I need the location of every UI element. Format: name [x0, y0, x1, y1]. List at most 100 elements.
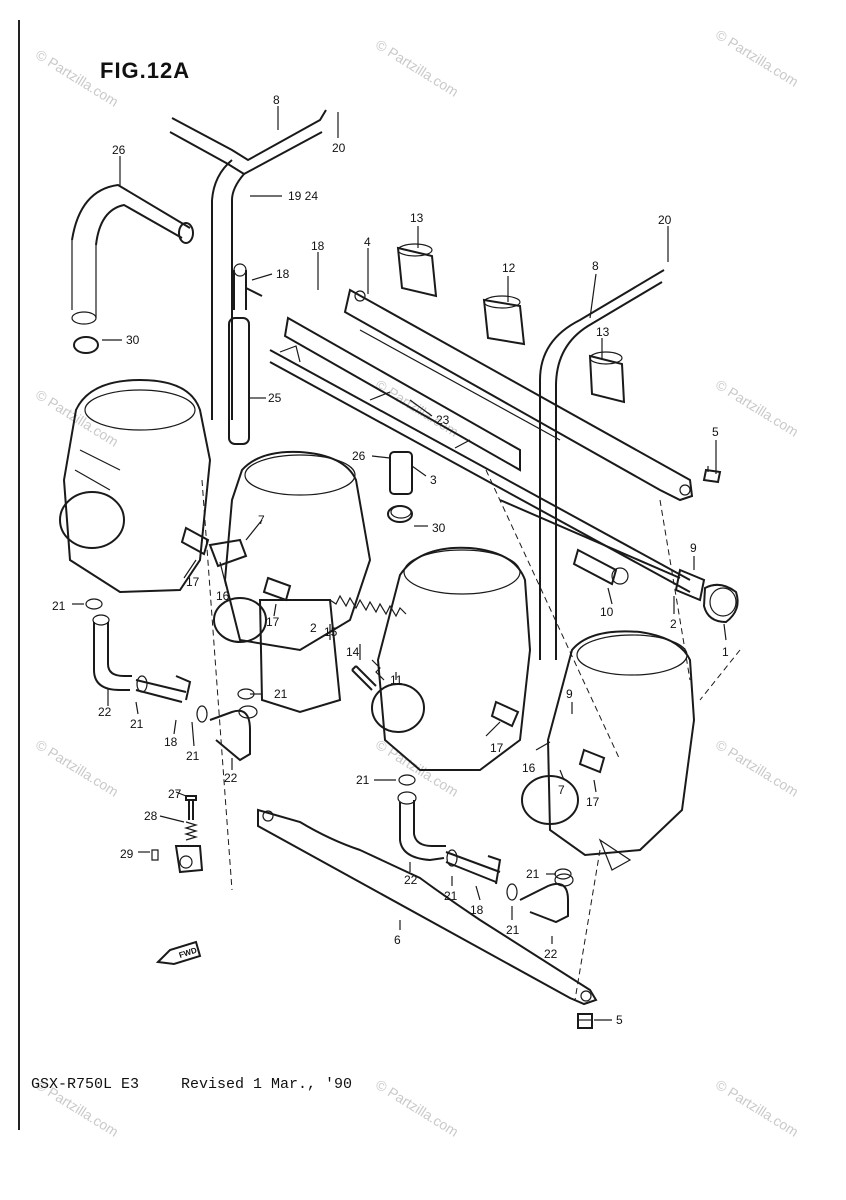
callout-18: 18 — [470, 903, 484, 917]
callout-9: 9 — [690, 541, 697, 555]
callout-2: 2 — [310, 621, 317, 635]
bracket-4 — [343, 288, 694, 502]
callout-17: 17 — [266, 615, 280, 629]
plate-23 — [283, 316, 561, 472]
hose-25 — [228, 317, 250, 445]
hose-22-right-a — [397, 791, 446, 862]
callout-21: 21 — [186, 749, 200, 763]
vent-hose-8-right — [539, 269, 665, 660]
guide-lines — [201, 469, 741, 1001]
screw-5-bottom — [577, 1013, 593, 1029]
callout-22: 22 — [98, 705, 112, 719]
callout-5: 5 — [712, 425, 719, 439]
sleeve-13-b — [588, 351, 626, 404]
callout-8: 8 — [592, 259, 599, 273]
callout-13: 13 — [410, 211, 424, 225]
callout-12: 12 — [502, 261, 516, 275]
figure-title: FIG.12A — [100, 58, 191, 83]
spring-15 — [329, 594, 407, 618]
callout-25: 25 — [268, 391, 282, 405]
footer-revision: Revised 1 Mar., '90 — [181, 1076, 353, 1093]
callout-26: 26 — [352, 449, 366, 463]
clip-10 — [572, 548, 629, 586]
hose-22-right-b — [519, 873, 574, 924]
carburetor-1 — [59, 378, 212, 594]
callout-14: 14 — [346, 645, 360, 659]
callout-20: 20 — [658, 213, 672, 227]
callout-9: 9 — [566, 687, 573, 701]
carburetor-4 — [521, 630, 696, 871]
callout-21: 21 — [52, 599, 66, 613]
vent-hose-8-top — [169, 109, 327, 176]
callout-22: 22 — [404, 873, 418, 887]
carburetor-3 — [371, 546, 532, 771]
callout-2: 2 — [670, 617, 677, 631]
callout-16: 16 — [522, 761, 536, 775]
sleeve-12 — [482, 295, 526, 346]
fitting-17-right — [490, 700, 606, 774]
spring-28 — [183, 821, 199, 841]
carburetor-2 — [213, 450, 372, 714]
callout-22: 22 — [544, 947, 558, 961]
hose-19-24 — [211, 159, 245, 420]
callout-21: 21 — [130, 717, 144, 731]
t-joint-18-top — [233, 263, 263, 310]
callout-8: 8 — [273, 93, 280, 107]
hose-26-left — [71, 183, 194, 325]
callout-10: 10 — [600, 605, 614, 619]
shaft-9-knob-1 — [499, 499, 739, 624]
fitting-17-mid — [262, 576, 292, 602]
callout-11: 11 — [390, 673, 403, 687]
rod-3 — [269, 345, 691, 593]
callout-22: 22 — [224, 771, 238, 785]
hose-22-left-b — [209, 705, 258, 762]
callout-5: 5 — [616, 1013, 623, 1027]
caps-30 — [73, 336, 413, 523]
fitting-17-left — [180, 526, 248, 568]
bracket-29 — [151, 845, 204, 874]
t-joint-18-left — [135, 675, 192, 703]
callout-18: 18 — [311, 239, 325, 253]
callout-3: 3 — [430, 473, 437, 487]
callout-30: 30 — [126, 333, 140, 347]
callout-21: 21 — [526, 867, 540, 881]
screw-27 — [185, 795, 197, 820]
callout-26: 26 — [112, 143, 126, 157]
callout-21: 21 — [506, 923, 520, 937]
callout-18: 18 — [276, 267, 290, 281]
callout-16: 16 — [216, 589, 230, 603]
callout-labels: 8 20 26 19 24 18 18 30 4 13 12 8 20 13 2… — [52, 93, 729, 1027]
screw-11 — [351, 659, 385, 691]
t-joint-18-right — [445, 851, 502, 885]
callout-4: 4 — [364, 235, 371, 249]
fwd-arrow: FWD — [155, 940, 202, 966]
callout-17: 17 — [186, 575, 200, 589]
callout-7: 7 — [258, 513, 265, 527]
callout-20: 20 — [332, 141, 346, 155]
callout-17: 17 — [490, 741, 504, 755]
callout-13: 13 — [596, 325, 610, 339]
clips-21 — [85, 598, 572, 901]
callout-17: 17 — [586, 795, 600, 809]
callout-7: 7 — [558, 783, 565, 797]
callout-29: 29 — [120, 847, 134, 861]
callout-15: 15 — [324, 625, 338, 639]
hose-22-left-a — [92, 614, 132, 691]
callout-1: 1 — [722, 645, 729, 659]
callout-21: 21 — [356, 773, 370, 787]
callout-6: 6 — [394, 933, 401, 947]
bracket-6 — [257, 808, 598, 1006]
callout-21: 21 — [274, 687, 288, 701]
callout-19-24: 19 24 — [288, 189, 318, 203]
sleeve-13-a — [396, 243, 438, 298]
callout-18: 18 — [164, 735, 178, 749]
leader-lines — [72, 106, 727, 1021]
page-left-border — [18, 20, 20, 1130]
footer-model: GSX-R750L E3 — [31, 1076, 140, 1093]
callout-30: 30 — [432, 521, 446, 535]
callout-28: 28 — [144, 809, 158, 823]
screw-5-top — [702, 466, 722, 484]
callout-23: 23 — [436, 413, 450, 427]
callout-27: 27 — [168, 787, 182, 801]
